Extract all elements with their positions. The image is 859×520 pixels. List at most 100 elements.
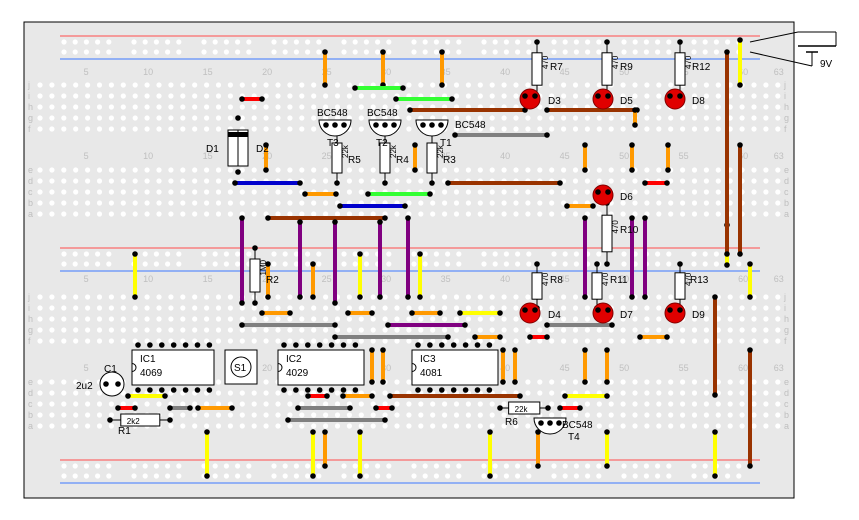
resistor-body bbox=[249, 258, 261, 293]
hole bbox=[394, 327, 400, 333]
hole bbox=[513, 316, 519, 322]
rail-hole bbox=[422, 473, 428, 479]
hole bbox=[406, 305, 412, 311]
row-letter: a bbox=[28, 421, 33, 431]
hole bbox=[680, 189, 686, 195]
ic-ref: IC3 bbox=[420, 354, 436, 365]
column-number: 35 bbox=[441, 67, 451, 77]
hole bbox=[370, 104, 376, 110]
hole bbox=[549, 390, 555, 396]
hole bbox=[251, 390, 257, 396]
rail-hole bbox=[95, 473, 101, 479]
hole bbox=[73, 104, 79, 110]
hole bbox=[49, 412, 55, 418]
hole bbox=[239, 305, 245, 311]
hole bbox=[727, 379, 733, 385]
resistor-ref: R10 bbox=[620, 225, 639, 236]
wire-end bbox=[405, 294, 411, 300]
hole bbox=[239, 401, 245, 407]
rail-hole bbox=[433, 39, 439, 45]
row-letter: e bbox=[28, 165, 33, 175]
hole bbox=[180, 316, 186, 322]
hole bbox=[596, 82, 602, 88]
hole bbox=[156, 82, 162, 88]
resistor-body bbox=[531, 52, 543, 86]
hole bbox=[144, 93, 150, 99]
resistor-ref: R1 bbox=[118, 426, 131, 437]
hole bbox=[287, 338, 293, 344]
hole bbox=[620, 211, 626, 217]
row-letter: e bbox=[28, 377, 33, 387]
rail-hole bbox=[341, 49, 347, 55]
hole bbox=[73, 423, 79, 429]
rail-hole bbox=[61, 49, 67, 55]
hole bbox=[739, 327, 745, 333]
hole bbox=[156, 327, 162, 333]
ic-pin bbox=[194, 387, 201, 393]
transistor-ref: T2 bbox=[376, 138, 388, 149]
hole bbox=[632, 305, 638, 311]
hole bbox=[465, 412, 471, 418]
hole bbox=[120, 316, 126, 322]
hole bbox=[775, 115, 781, 121]
hole bbox=[37, 93, 43, 99]
hole bbox=[751, 379, 757, 385]
ic-pin bbox=[316, 342, 323, 348]
hole bbox=[85, 390, 91, 396]
rail-hole bbox=[445, 39, 451, 45]
wire-end bbox=[407, 107, 413, 113]
transistor-pin bbox=[382, 122, 388, 128]
hole bbox=[263, 305, 269, 311]
wire-end bbox=[229, 405, 235, 411]
rail-hole bbox=[375, 463, 381, 469]
hole bbox=[311, 338, 317, 344]
hole bbox=[334, 93, 341, 99]
rail-hole bbox=[176, 39, 182, 45]
hole bbox=[406, 200, 412, 206]
rail-hole bbox=[621, 39, 627, 45]
rail-hole bbox=[573, 49, 580, 55]
hole bbox=[37, 167, 43, 173]
hole bbox=[239, 316, 245, 322]
hole bbox=[73, 412, 79, 418]
hole bbox=[406, 316, 412, 322]
rail-hole bbox=[83, 261, 89, 267]
hole bbox=[204, 178, 210, 184]
wire-end bbox=[747, 261, 753, 267]
hole bbox=[299, 316, 305, 322]
diode-band bbox=[228, 132, 248, 137]
hole bbox=[382, 390, 388, 396]
hole bbox=[323, 294, 329, 300]
hole bbox=[620, 305, 626, 311]
column-number: 40 bbox=[500, 151, 510, 161]
hole bbox=[501, 126, 507, 132]
hole bbox=[370, 93, 376, 99]
rail-hole bbox=[72, 463, 78, 469]
diode-pin bbox=[235, 115, 241, 121]
hole bbox=[751, 401, 757, 407]
hole bbox=[180, 178, 186, 184]
hole bbox=[572, 401, 579, 407]
hole bbox=[382, 211, 388, 217]
hole bbox=[346, 423, 352, 429]
rail-hole bbox=[492, 463, 498, 469]
hole bbox=[180, 401, 186, 407]
hole bbox=[287, 93, 293, 99]
hole bbox=[572, 93, 579, 99]
hole bbox=[751, 423, 757, 429]
hole bbox=[275, 401, 281, 407]
wire-end bbox=[712, 429, 718, 435]
wire-end bbox=[487, 429, 493, 435]
hole bbox=[299, 412, 305, 418]
hole bbox=[299, 423, 305, 429]
hole bbox=[394, 115, 400, 121]
rail-hole bbox=[223, 473, 229, 479]
hole bbox=[453, 167, 460, 173]
rail-hole bbox=[246, 39, 252, 45]
column-number: 5 bbox=[84, 363, 89, 373]
hole bbox=[751, 189, 757, 195]
hole bbox=[608, 294, 614, 300]
hole bbox=[132, 338, 138, 344]
rail-hole bbox=[375, 49, 381, 55]
rail-hole bbox=[655, 473, 661, 479]
